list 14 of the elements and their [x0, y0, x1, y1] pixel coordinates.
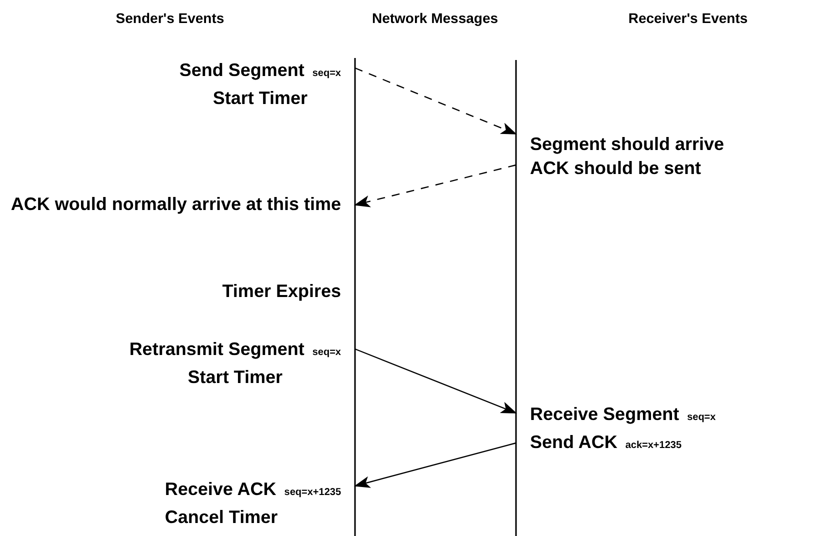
column-heading: Sender's Events	[116, 10, 224, 26]
event-text: Timer Expires	[222, 280, 341, 303]
event-text: ACK would normally arrive at this time	[10, 193, 341, 216]
event-text: Start Timer	[212, 87, 308, 110]
message-arrow	[354, 348, 517, 414]
event-text: Cancel Timer	[164, 506, 278, 529]
event-text: Start Timer	[188, 366, 282, 389]
message-arrow	[354, 442, 516, 488]
message-arrow	[354, 164, 516, 208]
column-heading: Receiver's Events	[628, 10, 748, 26]
event-text: Segment should arrive	[530, 133, 724, 156]
column-heading: Network Messages	[372, 10, 498, 26]
message-arrow	[354, 67, 517, 135]
event-text: ACK should be sent	[530, 157, 702, 180]
